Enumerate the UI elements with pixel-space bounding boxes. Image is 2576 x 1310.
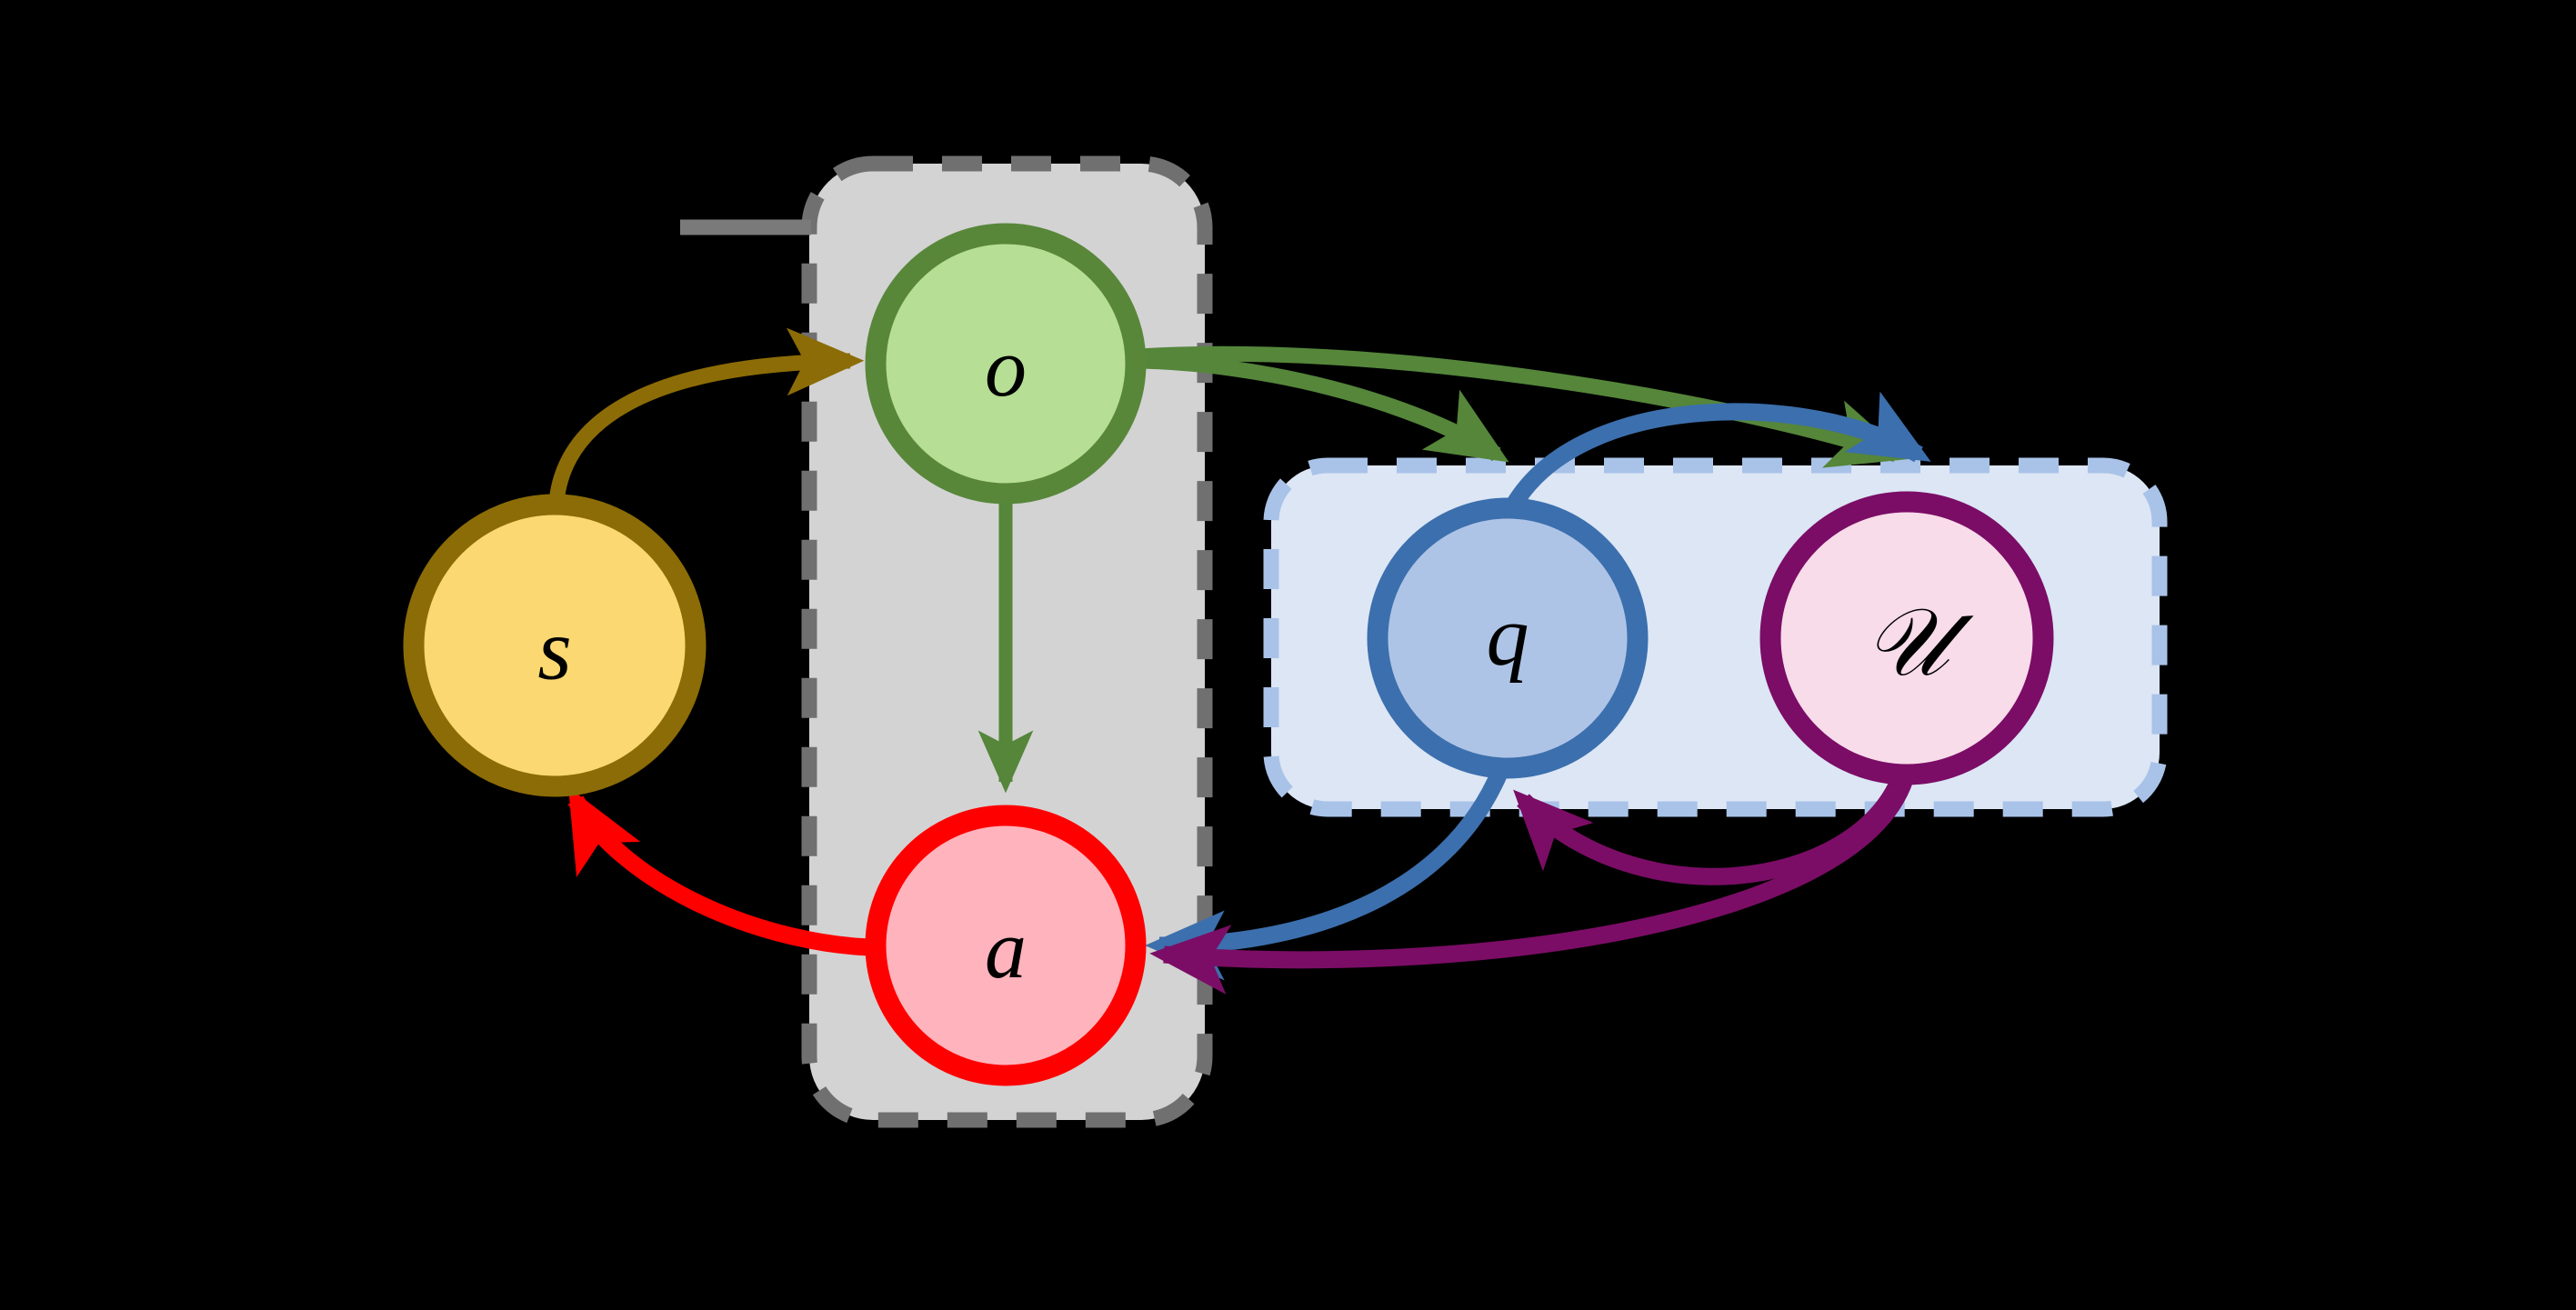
node-a-label: a (985, 903, 1027, 995)
edges (548, 327, 1931, 995)
edge-o-to-u[interactable] (1138, 345, 1910, 468)
node-q-circle[interactable] (1367, 497, 1649, 779)
node-s-label: s (537, 601, 571, 698)
node-s-circle[interactable] (403, 494, 707, 797)
nodes: s o a q 𝒰 (403, 223, 2054, 1086)
edge-a-to-s[interactable] (567, 786, 869, 956)
node-s[interactable]: s (403, 494, 707, 797)
node-q[interactable]: q (1367, 497, 1649, 779)
edge-s-to-o[interactable] (548, 327, 865, 503)
node-o-circle[interactable] (865, 223, 1147, 505)
edge-q-to-u[interactable] (1506, 391, 1931, 510)
node-a[interactable]: a (865, 805, 1147, 1086)
node-q-label: q (1487, 589, 1529, 684)
node-u-circle[interactable] (1759, 491, 2054, 785)
node-o-label: o (985, 321, 1027, 414)
node-u[interactable]: 𝒰 (1759, 491, 2054, 785)
edge-o-to-q[interactable] (1138, 353, 1509, 463)
edge-u-to-a[interactable] (1149, 775, 1913, 995)
node-a-circle[interactable] (865, 805, 1147, 1086)
node-o[interactable]: o (865, 223, 1147, 505)
